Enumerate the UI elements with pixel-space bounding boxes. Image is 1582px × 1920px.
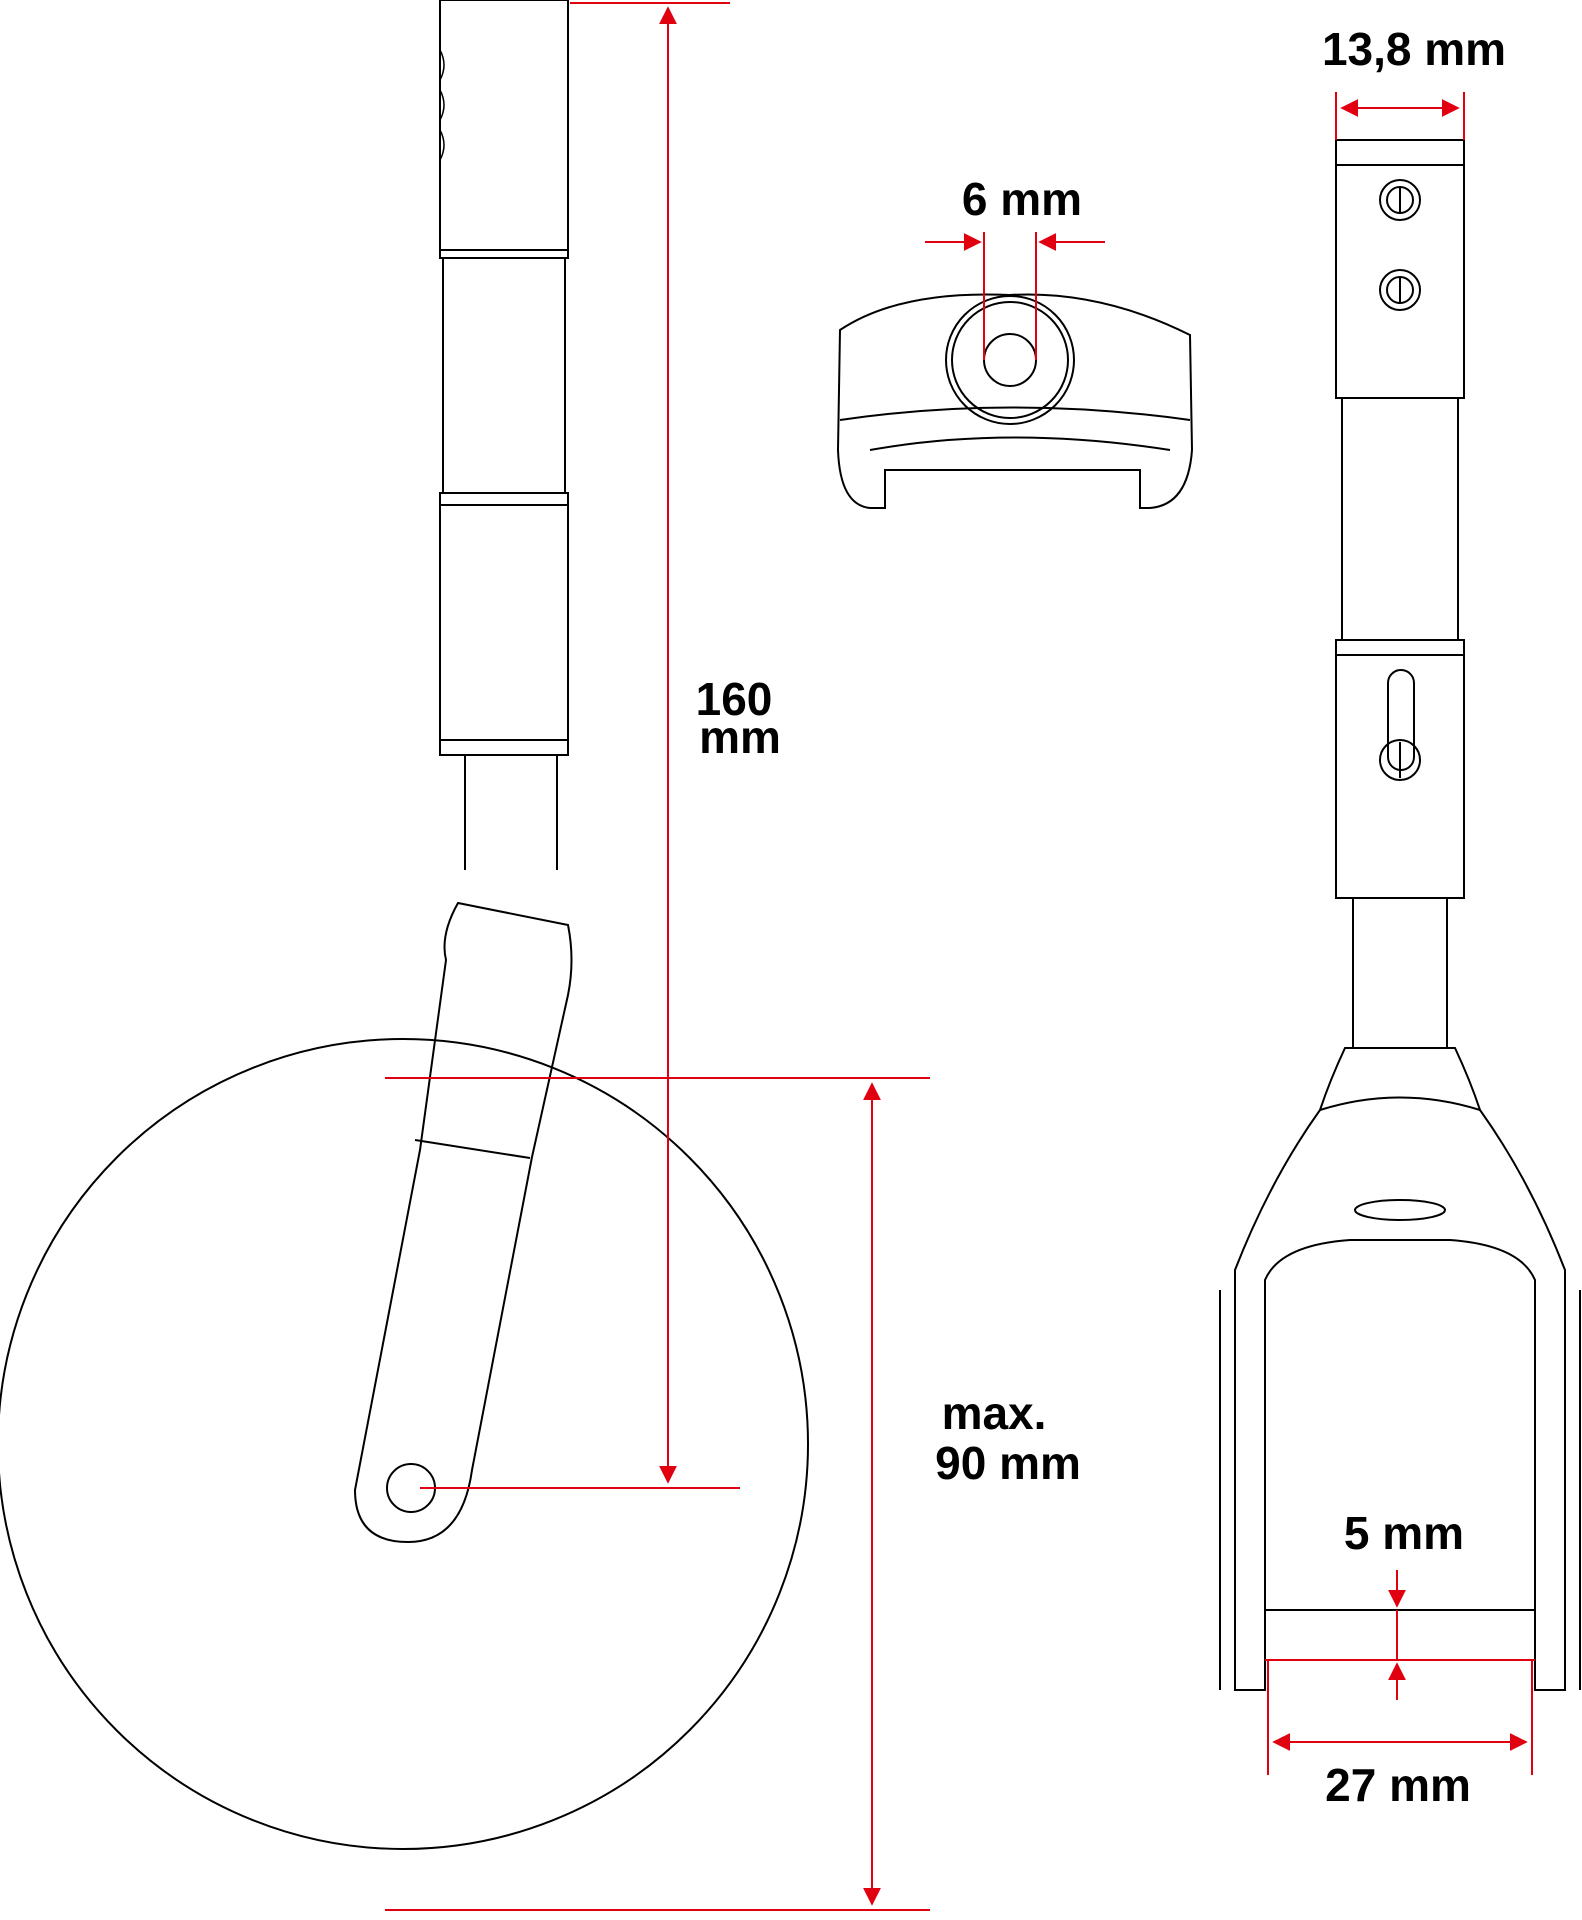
- clamp-body: [836, 293, 1194, 509]
- side-view: [0, 0, 809, 1850]
- front-lower-sleeve: [1335, 639, 1465, 899]
- wheel-outline: [0, 1038, 809, 1850]
- fork-gap-label: 5 mm: [1343, 1507, 1465, 1559]
- clamp-view: [836, 293, 1194, 509]
- fork-bolt-hole: [1354, 1199, 1446, 1221]
- screw-icon: [1379, 269, 1421, 311]
- top-width-label: 13,8 mm: [1321, 23, 1507, 75]
- screw-icon: [1379, 179, 1421, 221]
- front-view: [1219, 139, 1581, 1691]
- upper-tube: [439, 0, 569, 259]
- bolt-hole-label: 6 mm: [961, 173, 1083, 225]
- clamp-boss: [945, 295, 1075, 425]
- wheel-diameter-label: 90 mm: [935, 1437, 1081, 1489]
- height-unit-label: mm: [699, 711, 781, 763]
- dimension-lines: [385, 2, 1535, 1911]
- fork-width-label: 27 mm: [1325, 1759, 1471, 1811]
- height-value-label: 160: [695, 673, 773, 725]
- clamp-bolt-hole: [983, 333, 1037, 387]
- fork: [1234, 1047, 1566, 1691]
- wheel-max-label: max.: [941, 1387, 1047, 1439]
- lower-sleeve: [439, 492, 569, 756]
- middle-tube: [442, 257, 566, 494]
- angled-arm: [353, 901, 573, 1544]
- front-middle-tube: [1341, 397, 1459, 641]
- slot-pin: [1379, 739, 1421, 781]
